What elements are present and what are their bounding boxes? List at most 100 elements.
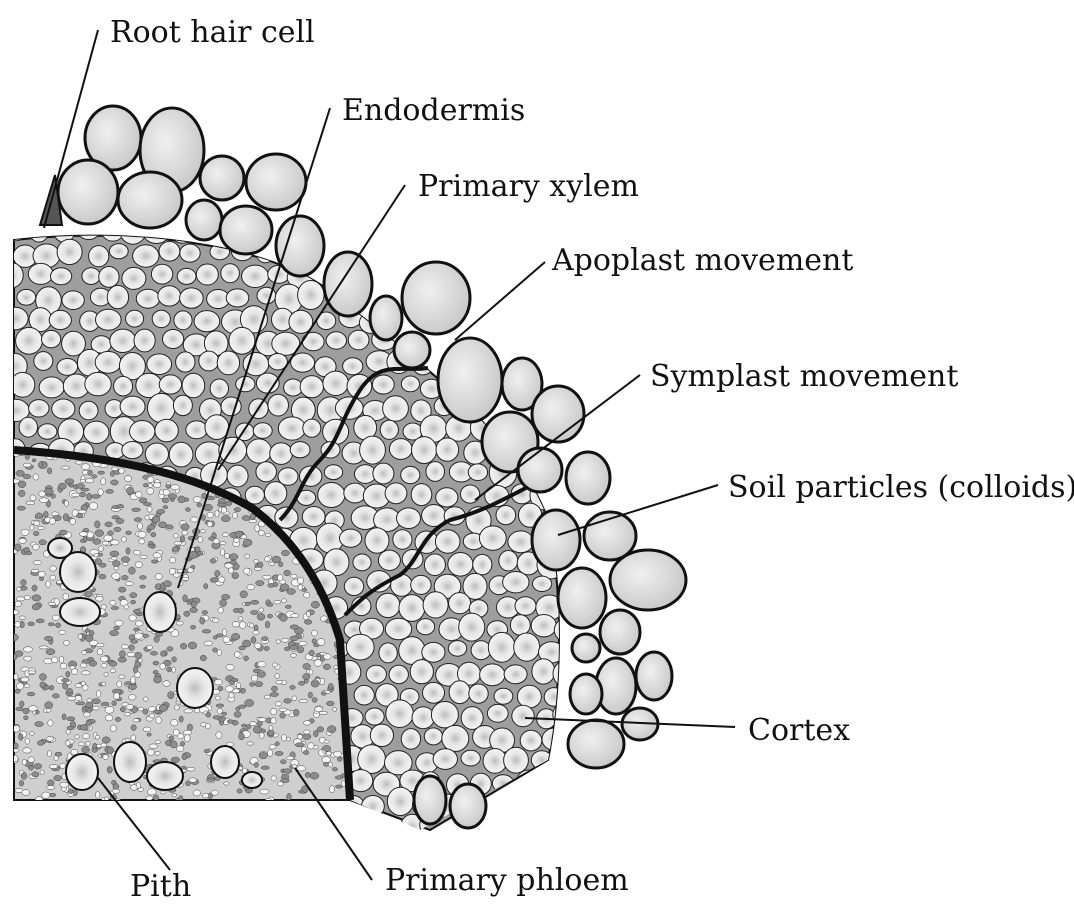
pith-dot: [270, 775, 277, 782]
pith-dot: [158, 489, 164, 495]
pith-dot: [31, 584, 38, 592]
pith-dot: [196, 502, 203, 508]
pith-dot: [244, 553, 250, 559]
pith-dot: [314, 706, 324, 713]
cortex-cell: [411, 706, 435, 730]
cortex-cell: [81, 267, 101, 286]
cortex-cell: [375, 592, 401, 619]
pith-dot: [323, 739, 330, 744]
pith-dot: [14, 754, 19, 762]
pith-dot: [267, 613, 273, 619]
pith-dot: [142, 483, 149, 488]
pith-dot: [258, 717, 267, 722]
cortex-cell: [144, 442, 169, 466]
cortex-cell: [410, 399, 432, 423]
pith-dot: [222, 636, 231, 644]
pith-dot: [152, 670, 159, 675]
cortex-cell: [353, 816, 374, 830]
cortex-cell: [479, 663, 506, 687]
pith-dot: [249, 622, 255, 629]
cortex-cell: [447, 552, 474, 577]
pith-dot: [111, 572, 121, 580]
cortex-cell: [76, 235, 101, 240]
pith-dot: [224, 553, 230, 559]
cortex-cell: [364, 527, 390, 554]
pith-cell: [146, 761, 184, 791]
pith-dot: [130, 784, 138, 791]
cortex-cell: [218, 436, 248, 464]
pith-dot: [25, 551, 33, 555]
pith-dot: [239, 590, 248, 599]
pith-dot: [214, 678, 223, 686]
pith-dot: [59, 762, 66, 769]
pith-dot: [139, 575, 147, 580]
pith-dot: [130, 724, 137, 731]
pith-dot: [33, 520, 40, 526]
pith-dot: [134, 620, 144, 627]
soil-particle: [516, 446, 564, 494]
cortex-cell: [146, 353, 173, 376]
pith-dot: [18, 733, 24, 741]
pith-dot: [304, 771, 311, 778]
pith-dot: [169, 740, 178, 749]
pith-dot: [44, 701, 53, 709]
pith-dot: [270, 717, 277, 725]
cortex-cell: [461, 235, 489, 248]
pith-dot: [184, 734, 191, 742]
pith-dot: [118, 674, 126, 679]
cortex-cell: [345, 633, 375, 661]
pith-dot: [323, 653, 332, 660]
pith-dot: [263, 646, 270, 651]
pith-dot: [277, 574, 284, 582]
pith-dot: [77, 741, 85, 747]
pith-dot: [168, 494, 177, 500]
pith-dot: [253, 559, 259, 564]
pith-dot: [316, 638, 326, 646]
cortex-cell: [135, 288, 161, 309]
pith-dot: [274, 673, 280, 679]
cortex-cell: [558, 235, 559, 243]
pith-dot: [146, 644, 153, 650]
pith-dot: [23, 646, 33, 653]
pith-dot: [116, 680, 122, 688]
pith-dot: [37, 571, 46, 578]
pith-dot: [151, 559, 159, 564]
pith-dot: [195, 546, 201, 553]
pith-dot: [35, 796, 43, 800]
pith-dot: [16, 505, 26, 511]
pith-dot: [241, 723, 247, 728]
pith-dot: [223, 781, 230, 786]
pith-cell: [65, 753, 99, 791]
pith-dot: [280, 778, 290, 783]
pith-dot: [269, 692, 279, 697]
cortex-cell: [432, 748, 458, 770]
cortex-cell: [342, 357, 364, 376]
pith-dot: [94, 735, 100, 740]
pith-dot: [262, 574, 272, 580]
cortex-cell: [379, 419, 399, 440]
pith-dot: [143, 696, 149, 702]
soil-particle: [500, 356, 544, 412]
cortex-cell: [516, 287, 537, 307]
pith-dot: [39, 673, 47, 681]
cortex-cell: [422, 591, 449, 619]
pith-dot: [21, 789, 30, 796]
label-endodermis: Endodermis: [342, 93, 525, 128]
pith-dot: [171, 666, 177, 673]
pith-dot: [110, 479, 119, 486]
pith-dot: [101, 681, 106, 686]
pith-dot: [66, 716, 76, 722]
cortex-cell: [325, 331, 347, 350]
pith-tissue: [13, 448, 352, 801]
cortex-cell: [514, 237, 544, 266]
pith-dot: [92, 705, 100, 711]
pith-dot: [313, 643, 320, 648]
pith-dot: [28, 764, 34, 771]
pith-dot: [61, 678, 70, 683]
pith-dot: [20, 579, 27, 586]
cortex-cell: [347, 329, 370, 351]
pith-dot: [232, 512, 238, 520]
pith-dot: [125, 704, 134, 710]
cortex-cell: [252, 422, 273, 439]
